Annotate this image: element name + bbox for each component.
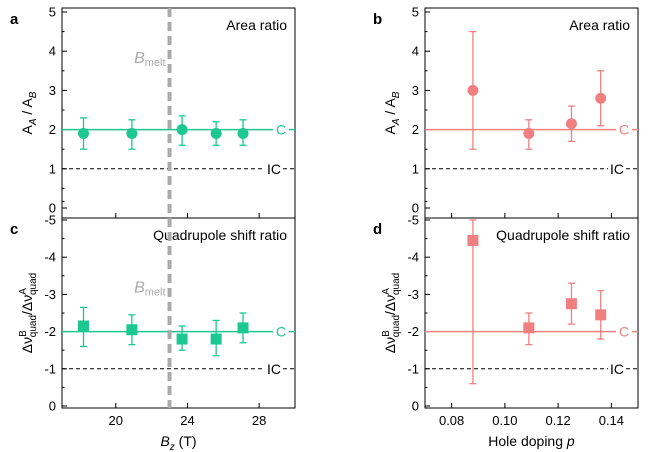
data-point [210, 121, 222, 146]
panel-title: Area ratio [226, 17, 287, 33]
marker-circle [176, 124, 188, 136]
panel-title: Quadrupole shift ratio [496, 227, 630, 243]
data-point [237, 119, 249, 146]
y-tick-label: -3 [407, 287, 419, 302]
data-point [595, 290, 607, 340]
y-tick-label: 3 [49, 83, 56, 98]
marker-square [210, 333, 222, 345]
panel-letter: d [373, 221, 382, 238]
y-tick-label: 2 [412, 122, 419, 137]
marker-circle [565, 118, 577, 130]
data-point [523, 119, 535, 150]
y-tick-label: 5 [49, 5, 56, 20]
y-tick-label: -4 [407, 250, 419, 265]
data-point [467, 219, 479, 385]
data-point [565, 105, 577, 143]
marker-circle [78, 128, 90, 140]
marker-circle [595, 92, 607, 104]
y-tick-label: 5 [412, 5, 419, 20]
ic-label: IC [610, 361, 624, 377]
y-axis-label: ΔνBquad/ΔνAquad [381, 273, 402, 353]
y-tick-label: 0 [49, 399, 56, 414]
data-point [595, 70, 607, 127]
c-label: C [619, 122, 629, 138]
data-point [565, 282, 577, 325]
data-point [237, 312, 249, 344]
y-tick-label: 2 [49, 122, 56, 137]
y-axis-label: ΔνBquad/ΔνAquad [18, 273, 39, 353]
panel-letter: a [10, 11, 19, 28]
x-tick-label: 20 [109, 413, 123, 428]
plot-frame [424, 7, 639, 219]
y-tick-label: 1 [412, 161, 419, 176]
marker-square [595, 309, 607, 321]
marker-square [467, 234, 479, 246]
b-melt-label: Bmelt [134, 280, 165, 299]
y-tick-label: -3 [44, 287, 56, 302]
panel-c: 0 -1 -2 -3 -4 -5 20 24 28 c Quadrupole shift ratio… [10, 200, 296, 452]
marker-circle [210, 128, 222, 140]
y-tick-label: -5 [44, 213, 56, 228]
y-axis-label: AA / AB [19, 91, 39, 134]
data-point [523, 312, 535, 346]
y-tick-label: 0 [49, 201, 56, 216]
y-tick-label: -5 [407, 213, 419, 228]
b-melt-label: Bmelt [134, 50, 165, 69]
y-tick-label: 4 [412, 44, 419, 59]
panel-d: 0 -1 -2 -3 -4 -5 0.08 0.10 0.12 0.14 d Quadrupole s… [373, 200, 639, 449]
ic-label: IC [267, 161, 281, 177]
x-tick-label: 0.10 [492, 413, 517, 428]
data-point [176, 325, 188, 351]
marker-square [523, 322, 535, 334]
ic-label: IC [267, 361, 281, 377]
marker-square [237, 322, 249, 334]
plot-frame [61, 217, 296, 409]
y-tick-label: -1 [44, 361, 56, 376]
marker-circle [126, 128, 138, 140]
data-point [176, 115, 188, 146]
ic-label: IC [610, 161, 624, 177]
x-tick-label: 28 [252, 413, 266, 428]
marker-square [176, 333, 188, 345]
y-tick-label: -2 [44, 324, 56, 339]
marker-square [565, 298, 577, 310]
c-label: C [619, 324, 629, 340]
plot-frame [61, 7, 296, 219]
marker-square [126, 324, 138, 336]
y-tick-label: -2 [407, 324, 419, 339]
x-tick-label: 0.14 [599, 413, 624, 428]
panel-title: Quadrupole shift ratio [153, 227, 287, 243]
data-point [210, 319, 222, 357]
x-tick-label: 0.08 [439, 413, 464, 428]
marker-circle [237, 128, 249, 140]
x-tick-label: 0.12 [545, 413, 570, 428]
y-tick-label: -4 [44, 250, 56, 265]
data-point [78, 306, 90, 348]
x-tick-label: 24 [180, 413, 194, 428]
y-tick-label: 0 [412, 201, 419, 216]
x-axis-label: Bz (T) [160, 433, 196, 452]
x-axis-label: Hole doping p [488, 433, 575, 449]
data-point [467, 30, 479, 150]
y-tick-label: 1 [49, 161, 56, 176]
y-tick-label: 0 [412, 399, 419, 414]
marker-square [78, 320, 90, 332]
data-point [126, 314, 138, 346]
panel-letter: b [373, 11, 382, 28]
panel-title: Area ratio [569, 17, 630, 33]
y-tick-label: 4 [49, 44, 56, 59]
y-axis-label: AA / AB [382, 91, 402, 134]
marker-circle [467, 84, 479, 96]
marker-circle [523, 128, 535, 140]
y-tick-label: 3 [412, 83, 419, 98]
panel-letter: c [10, 221, 18, 238]
y-tick-label: -1 [407, 361, 419, 376]
data-point [126, 119, 138, 150]
c-label: C [276, 324, 286, 340]
data-point [78, 117, 90, 150]
c-label: C [276, 122, 286, 138]
